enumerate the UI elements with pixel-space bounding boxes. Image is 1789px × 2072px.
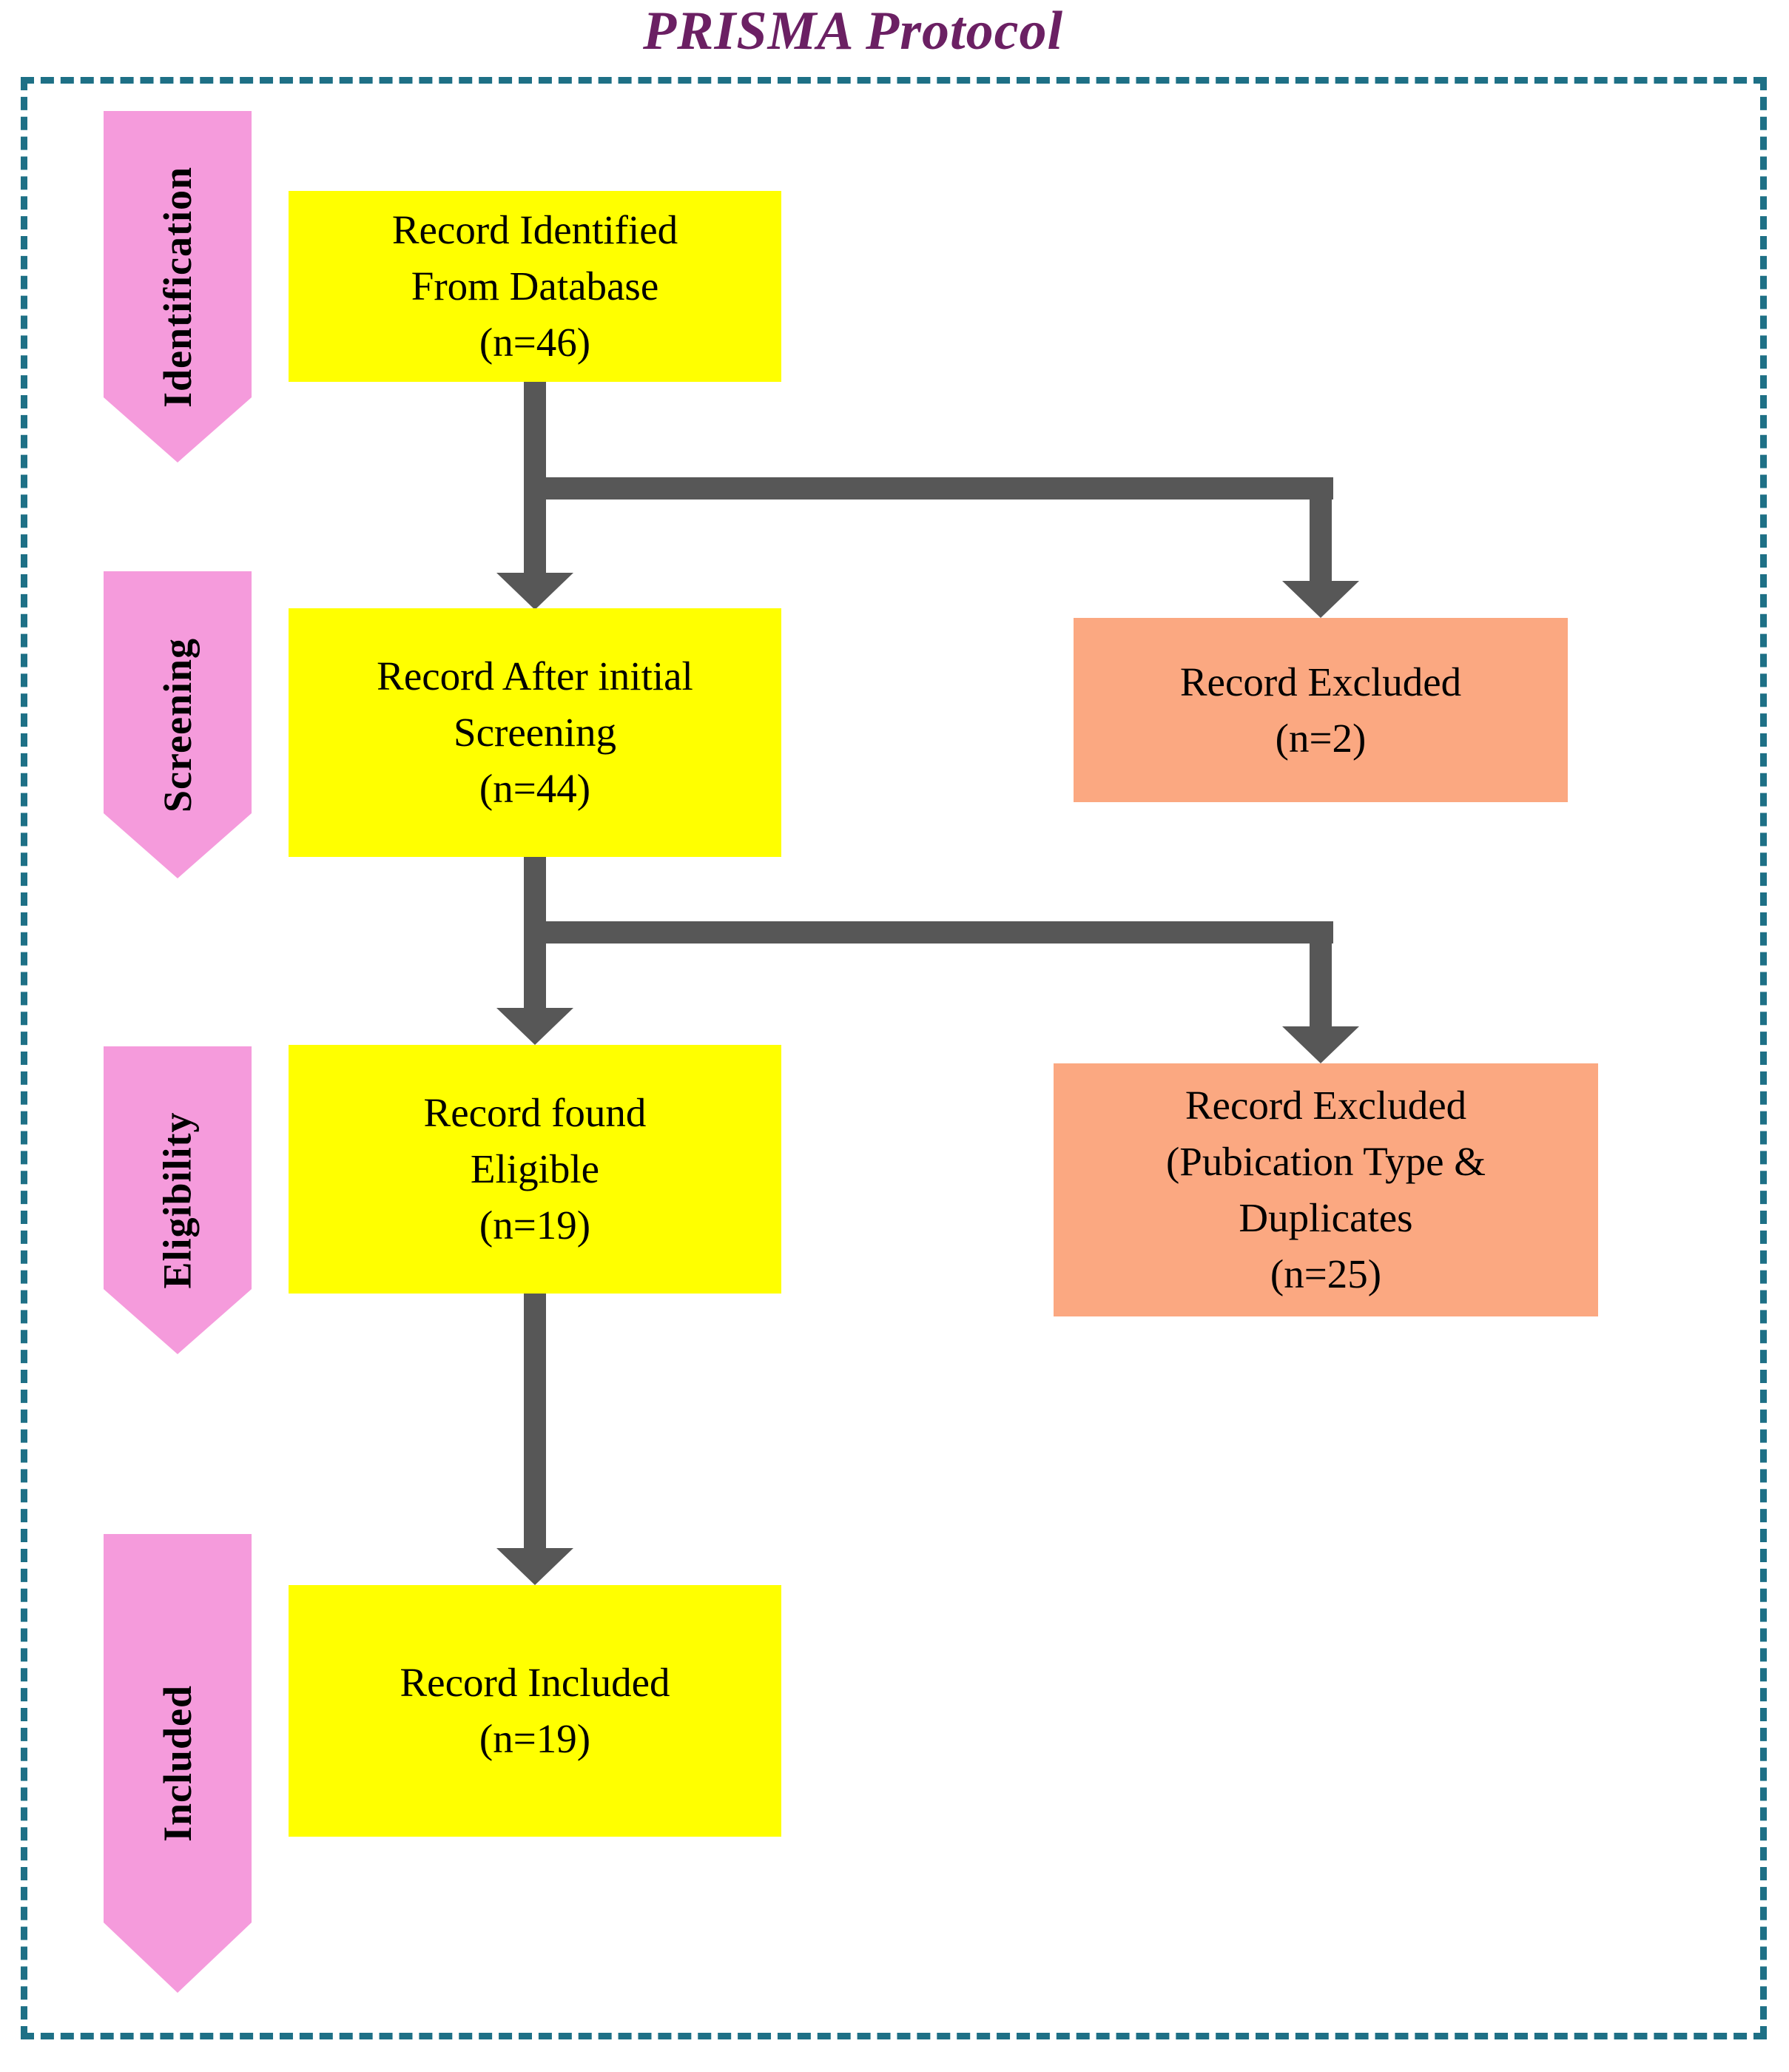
node-record-excluded-screening: Record Excluded (n=2) bbox=[1074, 618, 1568, 802]
dashed-border-frame bbox=[21, 77, 1767, 2039]
stage-label-included: Included bbox=[155, 1684, 200, 1843]
stage-label-identification: Identification bbox=[155, 166, 201, 408]
stage-banner-screening: Screening bbox=[104, 571, 252, 878]
connector-eligible-to-included-line bbox=[524, 1294, 546, 1550]
stage-banner-eligibility: Eligibility bbox=[104, 1046, 252, 1354]
down-arrowhead-icon bbox=[496, 573, 573, 610]
stage-label-eligibility: Eligibility bbox=[155, 1111, 200, 1289]
node-record-identified: Record Identified From Database (n=46) bbox=[289, 191, 781, 382]
connector-excluded-1-drop-line bbox=[1310, 500, 1332, 582]
node-record-found-eligible: Record found Eligible (n=19) bbox=[289, 1045, 781, 1294]
connector-branch-to-excluded-2-line bbox=[524, 921, 1333, 944]
down-arrowhead-icon bbox=[1282, 1026, 1359, 1063]
down-arrowhead-icon bbox=[496, 1548, 573, 1585]
stage-banner-identification: Identification bbox=[104, 111, 252, 462]
down-arrowhead-icon bbox=[1282, 581, 1359, 618]
stage-label-screening: Screening bbox=[155, 637, 200, 813]
node-record-included: Record Included (n=19) bbox=[289, 1585, 781, 1837]
node-record-after-initial-screening: Record After initial Screening (n=44) bbox=[289, 608, 781, 857]
diagram-title: PRISMA Protocol bbox=[642, 1, 1064, 61]
stage-banner-included: Included bbox=[104, 1534, 252, 1993]
node-record-excluded-eligibility: Record Excluded (Pubication Type & Dupli… bbox=[1054, 1063, 1598, 1316]
down-arrowhead-icon bbox=[496, 1008, 573, 1045]
connector-branch-to-excluded-1-line bbox=[524, 477, 1333, 500]
connector-excluded-2-drop-line bbox=[1310, 944, 1332, 1028]
